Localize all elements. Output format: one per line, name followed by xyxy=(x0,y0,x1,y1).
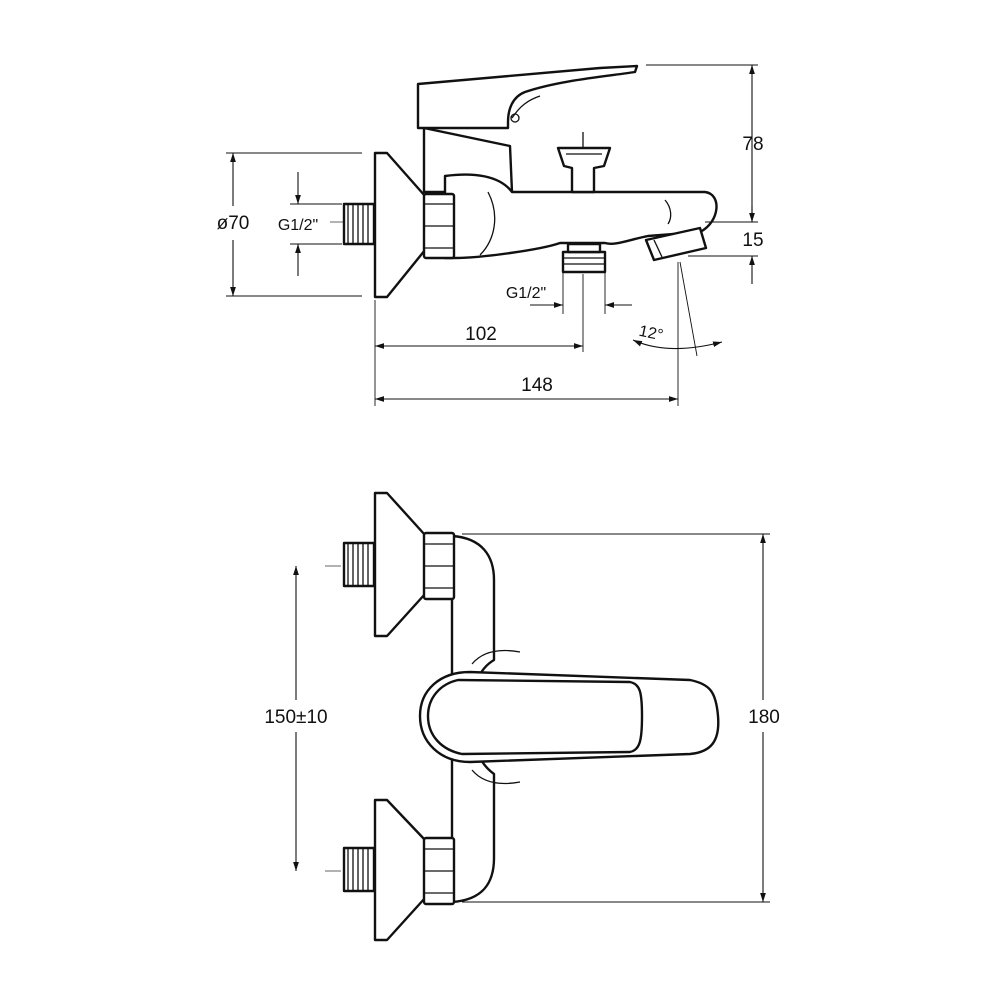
front-wall-rosette-bottom xyxy=(373,798,427,942)
side-union-nut xyxy=(422,192,456,260)
side-wall-rosette xyxy=(373,151,427,299)
dim-spout-angle: 12° xyxy=(637,323,664,345)
dim-thread-inlet: G1/2" xyxy=(278,217,318,234)
side-diverter-knob xyxy=(556,132,612,194)
front-inlet-thread-top xyxy=(342,541,376,588)
dim-outlet-distance: 102 xyxy=(465,324,497,345)
side-spout xyxy=(443,173,718,260)
dim-total-depth: 148 xyxy=(521,375,553,396)
dim-rosette-diameter: ø70 xyxy=(217,213,250,234)
front-inlet-thread-bottom xyxy=(342,846,376,893)
front-wall-rosette-top xyxy=(373,491,427,638)
front-union-nut-top xyxy=(422,531,456,601)
dim-thread-outlet: G1/2" xyxy=(506,285,546,302)
side-lever-handle xyxy=(416,64,639,130)
dim-inlet-spacing: 150±10 xyxy=(264,707,327,728)
side-view: 78 15 ø70 G1/2" G1/2" 102 148 12° xyxy=(217,64,764,406)
dim-total-width: 180 xyxy=(748,707,780,728)
front-union-nut-bottom xyxy=(422,836,456,906)
dim-height-top: 78 xyxy=(742,134,763,155)
side-outlet-thread xyxy=(561,242,607,274)
dim-height-spout: 15 xyxy=(742,230,763,251)
side-aerator xyxy=(644,226,708,262)
side-inlet-thread xyxy=(342,202,376,246)
front-view: 150±10 180 xyxy=(264,491,780,942)
